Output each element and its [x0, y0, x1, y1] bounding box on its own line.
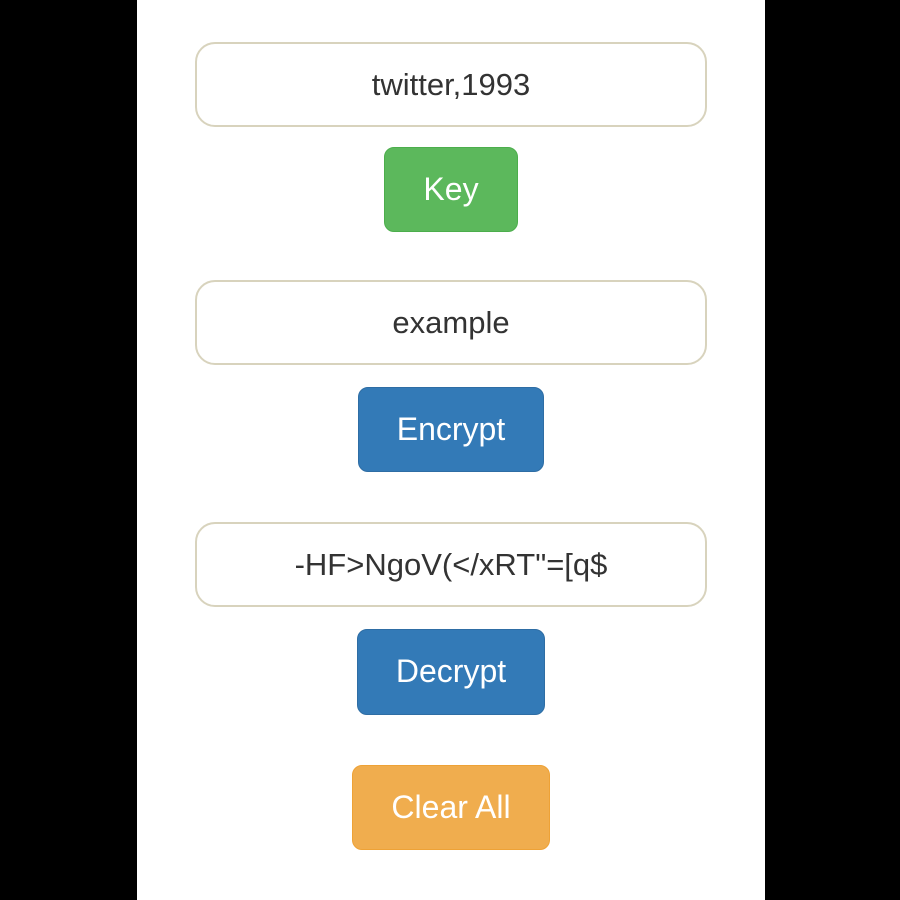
key-button[interactable]: Key: [384, 147, 518, 233]
ciphertext-input[interactable]: [195, 522, 707, 608]
clear-all-button[interactable]: Clear All: [352, 764, 550, 850]
encrypt-button[interactable]: Encrypt: [357, 387, 545, 473]
key-input[interactable]: [195, 42, 707, 127]
plaintext-input[interactable]: [195, 280, 707, 366]
content-area: Key Encrypt Decrypt Clear All: [137, 0, 765, 900]
decrypt-button[interactable]: Decrypt: [356, 629, 546, 715]
